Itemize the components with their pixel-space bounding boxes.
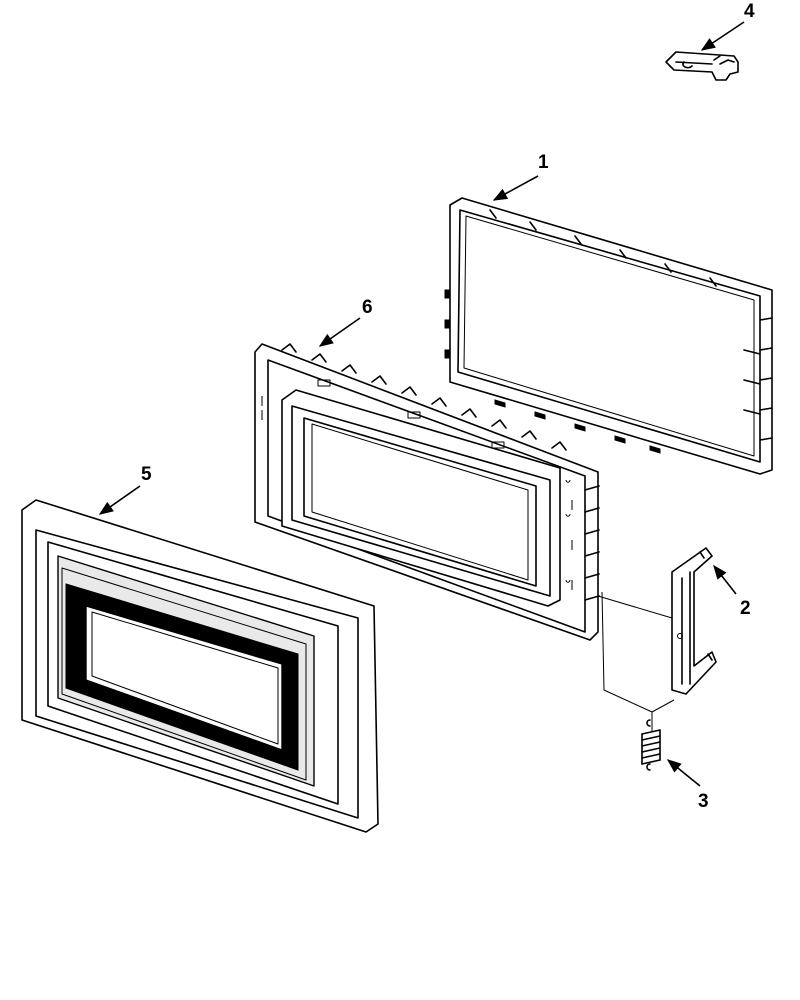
label-part-1: 1 xyxy=(538,152,549,173)
arrow-4 xyxy=(700,21,745,51)
part-2-latch-hook xyxy=(671,547,717,695)
arrow-6 xyxy=(318,317,361,347)
part-5-door-front xyxy=(21,499,379,833)
part-4-clip xyxy=(665,51,739,81)
part-1-rear-frame xyxy=(444,197,773,475)
label-part-4: 4 xyxy=(744,1,755,22)
part-labels: 1 2 3 4 5 6 xyxy=(141,1,755,812)
arrow-2 xyxy=(713,564,737,595)
arrow-1 xyxy=(492,175,539,201)
part-6-inner-door-panel xyxy=(254,343,600,641)
arrow-5 xyxy=(98,485,141,515)
part-3-spring xyxy=(641,719,661,771)
label-part-6: 6 xyxy=(362,297,373,318)
label-part-2: 2 xyxy=(740,598,751,619)
arrow-3 xyxy=(666,759,701,787)
label-part-3: 3 xyxy=(698,791,709,812)
label-part-5: 5 xyxy=(141,464,152,485)
callout-arrows xyxy=(98,21,745,787)
assembly-leader-lines xyxy=(597,591,675,732)
